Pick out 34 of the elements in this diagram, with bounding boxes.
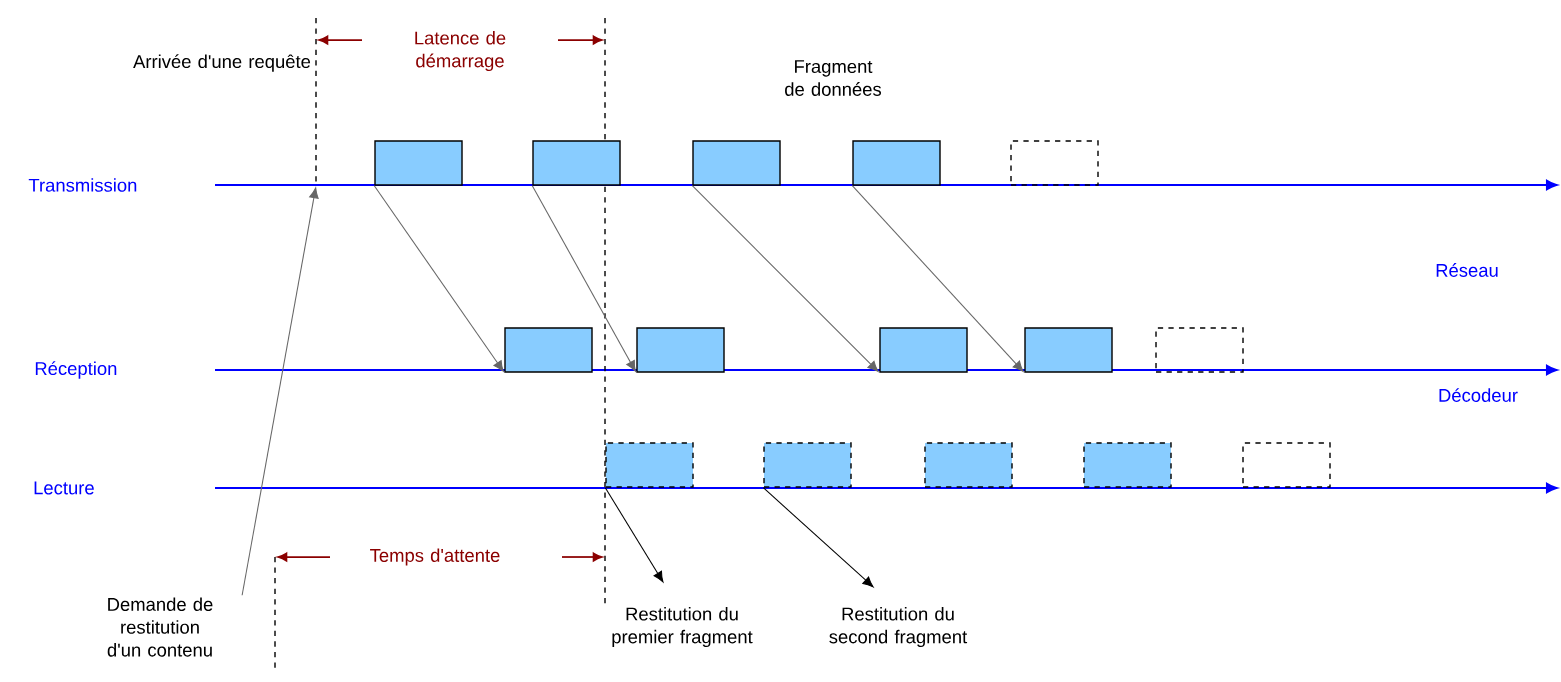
annotation-text: Arrivée d'une requête <box>133 54 311 72</box>
fragment-box <box>692 140 781 186</box>
caption-text: Restitution du premier fragment <box>612 607 753 648</box>
arrow <box>531 185 636 372</box>
fragment-box <box>1024 327 1113 373</box>
fragment-box <box>879 327 968 373</box>
annotation-text: Fragment de données <box>785 60 882 96</box>
axis-label: Lecture <box>34 481 94 495</box>
fragment-box <box>852 140 941 186</box>
arrow <box>373 185 504 372</box>
axis-label: Réception <box>35 361 117 379</box>
axis-label: Transmission <box>28 178 137 192</box>
empty-fragment-box <box>1155 327 1244 373</box>
arrow <box>851 185 1024 372</box>
axis-label: Réseau <box>1436 263 1498 277</box>
empty-fragment-box <box>1242 442 1331 488</box>
fragment-box <box>605 442 694 488</box>
fragment-box <box>504 327 593 373</box>
axis-label: Décodeur <box>1439 388 1518 402</box>
arrow <box>691 185 879 372</box>
caption-text: Demande de restitution d'un contenu <box>107 597 213 657</box>
caption-text: Restitution du second fragment <box>829 607 968 648</box>
fragment-box <box>763 442 852 488</box>
fragment-box <box>374 140 463 186</box>
fragment-box <box>924 442 1013 488</box>
empty-fragment-box <box>1010 140 1099 186</box>
arrow <box>241 187 319 596</box>
arrow <box>604 487 664 583</box>
arrow <box>762 487 874 588</box>
fragment-box <box>636 327 725 373</box>
annotation-text: Latence de démarrage <box>415 31 506 72</box>
fragment-box <box>532 140 621 186</box>
annotation-text: Temps d'attente <box>370 548 500 566</box>
fragment-box <box>1083 442 1172 488</box>
